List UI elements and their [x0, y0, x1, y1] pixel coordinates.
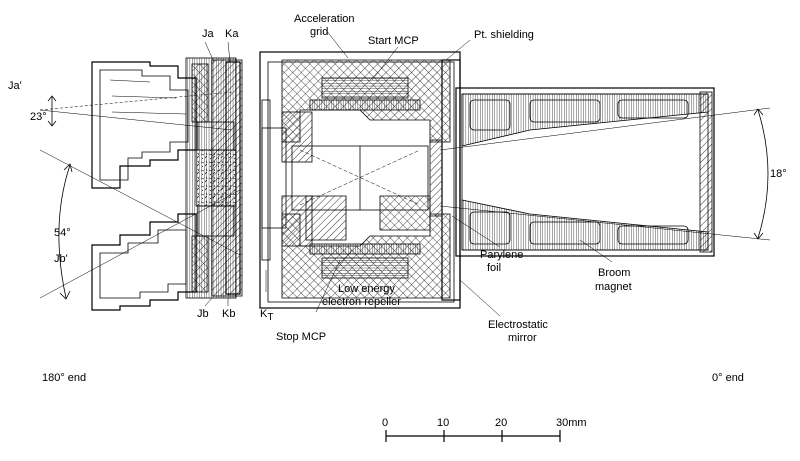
label-angle-23: 23° [30, 111, 47, 123]
scale-bar: 0 10 20 30mm [382, 417, 587, 442]
label-broom: Broom [598, 267, 630, 279]
central-housing [259, 51, 461, 309]
left-collimator-lower [91, 213, 197, 311]
label-angle-54: 54° [54, 227, 71, 239]
label-0-end: 0° end [712, 372, 744, 384]
label-foil: foil [487, 262, 501, 274]
leader-lines [204, 29, 613, 317]
scale-tick-10: 10 [437, 417, 449, 429]
label-parylene: Parylene [480, 249, 523, 261]
label-kt: KT [260, 308, 273, 323]
scale-tick-20: 20 [495, 417, 507, 429]
label-angle-18: 18° [770, 168, 787, 180]
label-acceleration: Acceleration [294, 13, 355, 25]
label-low-energy: Low energy [338, 283, 395, 295]
scale-tick-0: 0 [382, 417, 388, 429]
broom-magnet-assembly [439, 87, 771, 257]
annotation-labels: Ja Ka Ja' 23° 54° Jb' Jb Kb KT Accelerat… [8, 13, 787, 384]
label-electron-repeller: electron repeller [322, 296, 401, 308]
label-jb-prime: Jb' [54, 253, 68, 265]
left-collimator-upper [91, 61, 197, 189]
label-mirror: mirror [508, 332, 537, 344]
label-magnet: magnet [595, 281, 632, 293]
detector-stack [185, 57, 243, 299]
label-electrostatic: Electrostatic [488, 319, 548, 331]
label-pt-shielding: Pt. shielding [474, 29, 534, 41]
label-kb: Kb [222, 308, 235, 320]
label-ka: Ka [225, 28, 239, 40]
scale-tick-30mm: 30mm [556, 417, 587, 429]
label-ja: Ja [202, 28, 215, 40]
label-start-mcp: Start MCP [368, 35, 419, 47]
label-180-end: 180° end [42, 372, 86, 384]
label-grid: grid [310, 26, 328, 38]
field-of-view-lines-left [39, 91, 241, 300]
label-stop-mcp: Stop MCP [276, 331, 326, 343]
label-ja-prime: Ja' [8, 80, 22, 92]
label-jb: Jb [197, 308, 209, 320]
